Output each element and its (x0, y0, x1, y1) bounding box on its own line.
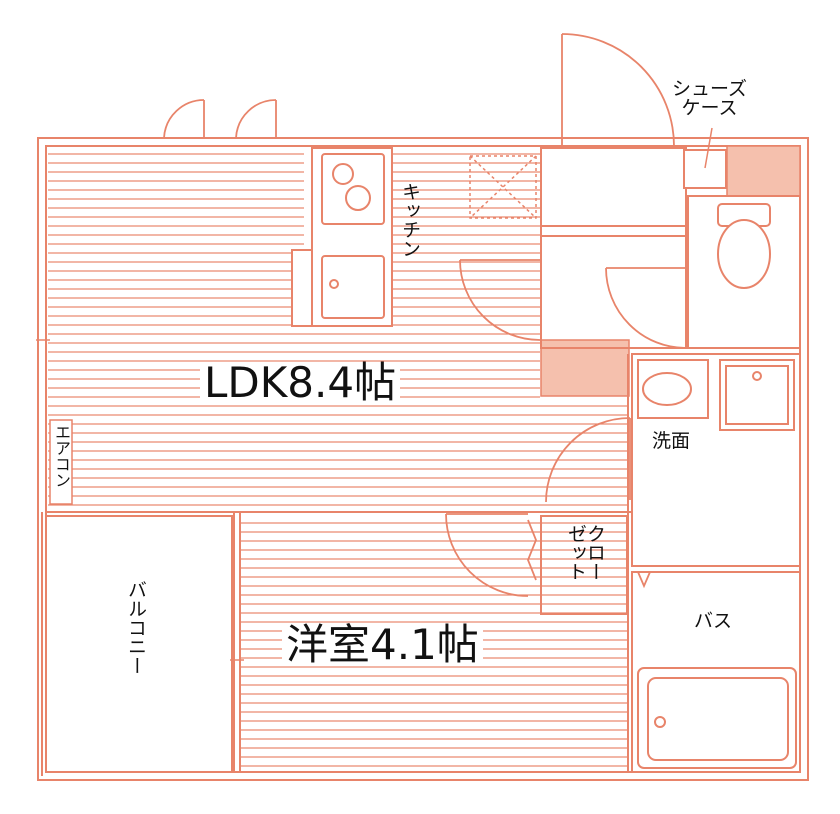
bathtub (637, 667, 797, 769)
ldk-floor (48, 148, 628, 508)
kitchen-counter (291, 147, 393, 327)
bath-label: バス (694, 610, 733, 632)
doors (163, 33, 687, 597)
washroom-label: 洗面 (652, 430, 691, 452)
balcony (41, 512, 233, 776)
aircon-box (49, 419, 73, 505)
ldk-label: LDK8.4帖 (200, 362, 401, 404)
western-room-label: 洋室4.1帖 (282, 624, 483, 666)
ventilation-hood (469, 155, 537, 219)
balcony-label: バルコニー (125, 580, 147, 675)
shoe-case (683, 149, 727, 189)
wall-fill (540, 145, 801, 397)
aircon-label: エアコン (52, 424, 71, 488)
window-marks (36, 339, 244, 661)
wash-basin (637, 359, 795, 431)
shoe-case-label: シューズ ケース (672, 78, 748, 119)
interior-walls (46, 147, 801, 773)
closet-label: クロー ゼット (565, 524, 606, 581)
kitchen-label: キッチン (399, 182, 421, 258)
shoe-case-leader (704, 127, 713, 169)
toilet (717, 203, 771, 289)
